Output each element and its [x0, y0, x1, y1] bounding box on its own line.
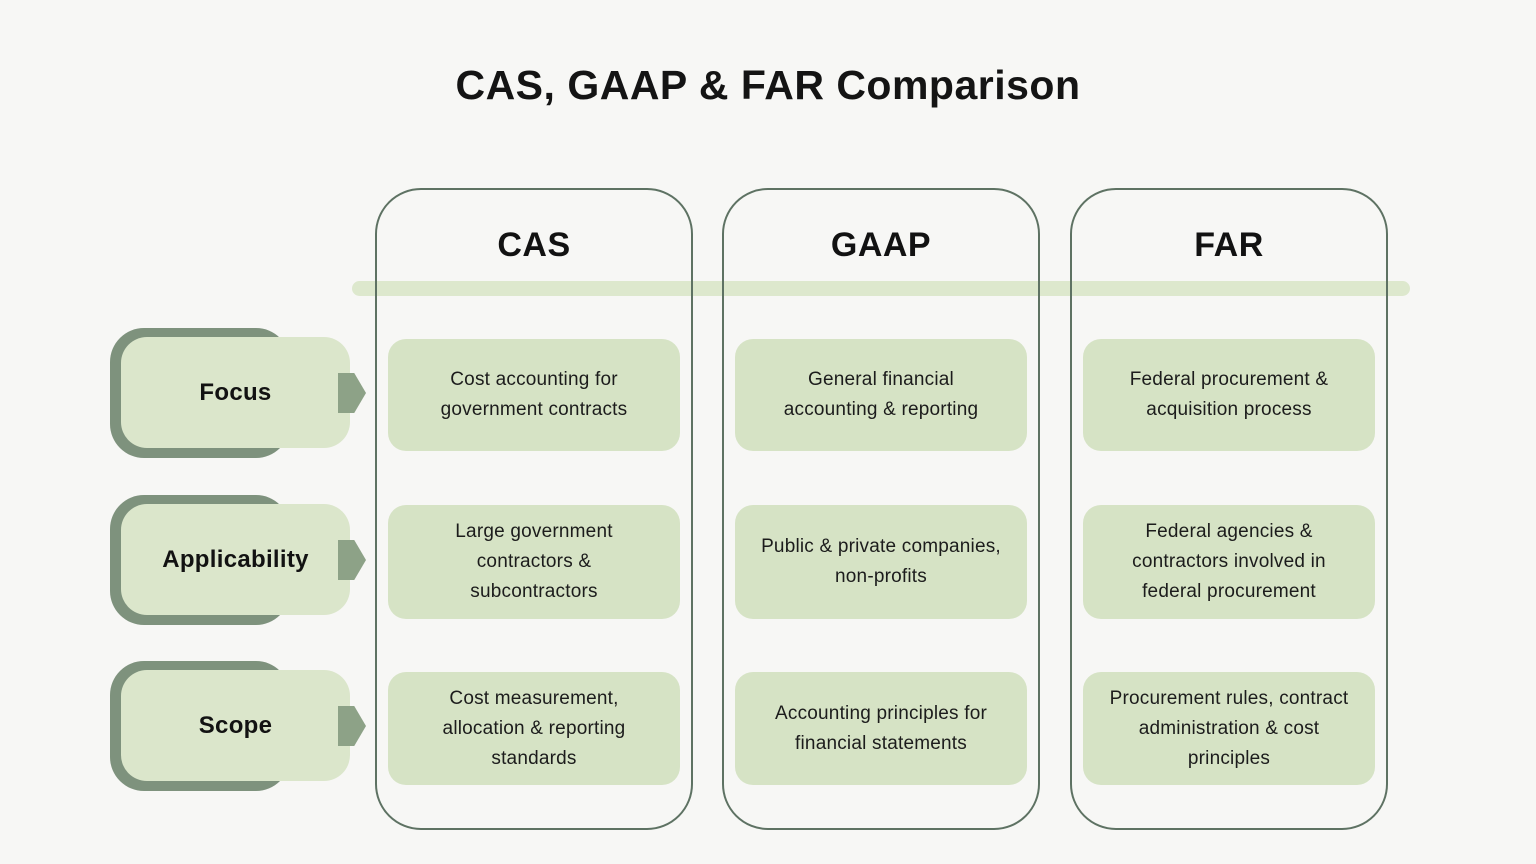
cell-far-applicability: Federal agencies & contractors involved …	[1083, 505, 1375, 619]
cell-gaap-applicability: Public & private companies, non-profits	[735, 505, 1027, 619]
cell-cas-scope: Cost measurement, allocation & reporting…	[388, 672, 680, 785]
header-divider-bar	[352, 281, 1410, 296]
column-header-far: FAR	[1194, 226, 1264, 264]
arrow-right-icon	[338, 373, 366, 413]
column-far: FAR Federal procurement & acquisition pr…	[1070, 188, 1388, 830]
column-cas: CAS Cost accounting for government contr…	[375, 188, 693, 830]
column-header-cas: CAS	[497, 226, 571, 264]
cell-gaap-focus: General financial accounting & reporting	[735, 339, 1027, 451]
cell-gaap-scope: Accounting principles for financial stat…	[735, 672, 1027, 785]
row-label-text-focus: Focus	[121, 337, 350, 448]
arrow-right-icon	[338, 540, 366, 580]
row-label-focus: Focus	[0, 326, 375, 458]
cell-far-focus: Federal procurement & acquisition proces…	[1083, 339, 1375, 451]
arrow-right-icon	[338, 706, 366, 746]
row-label-scope: Scope	[0, 659, 375, 791]
column-header-gaap: GAAP	[830, 226, 932, 264]
page-title: CAS, GAAP & FAR Comparison	[455, 62, 1081, 108]
row-label-text-applicability: Applicability	[121, 504, 350, 615]
cell-far-scope: Procurement rules, contract administrati…	[1083, 672, 1375, 785]
row-label-text-scope: Scope	[121, 670, 350, 781]
cell-cas-applicability: Large government contractors & subcontra…	[388, 505, 680, 619]
cell-cas-focus: Cost accounting for government contracts	[388, 339, 680, 451]
row-label-applicability: Applicability	[0, 493, 375, 625]
column-gaap: GAAP General financial accounting & repo…	[722, 188, 1040, 830]
